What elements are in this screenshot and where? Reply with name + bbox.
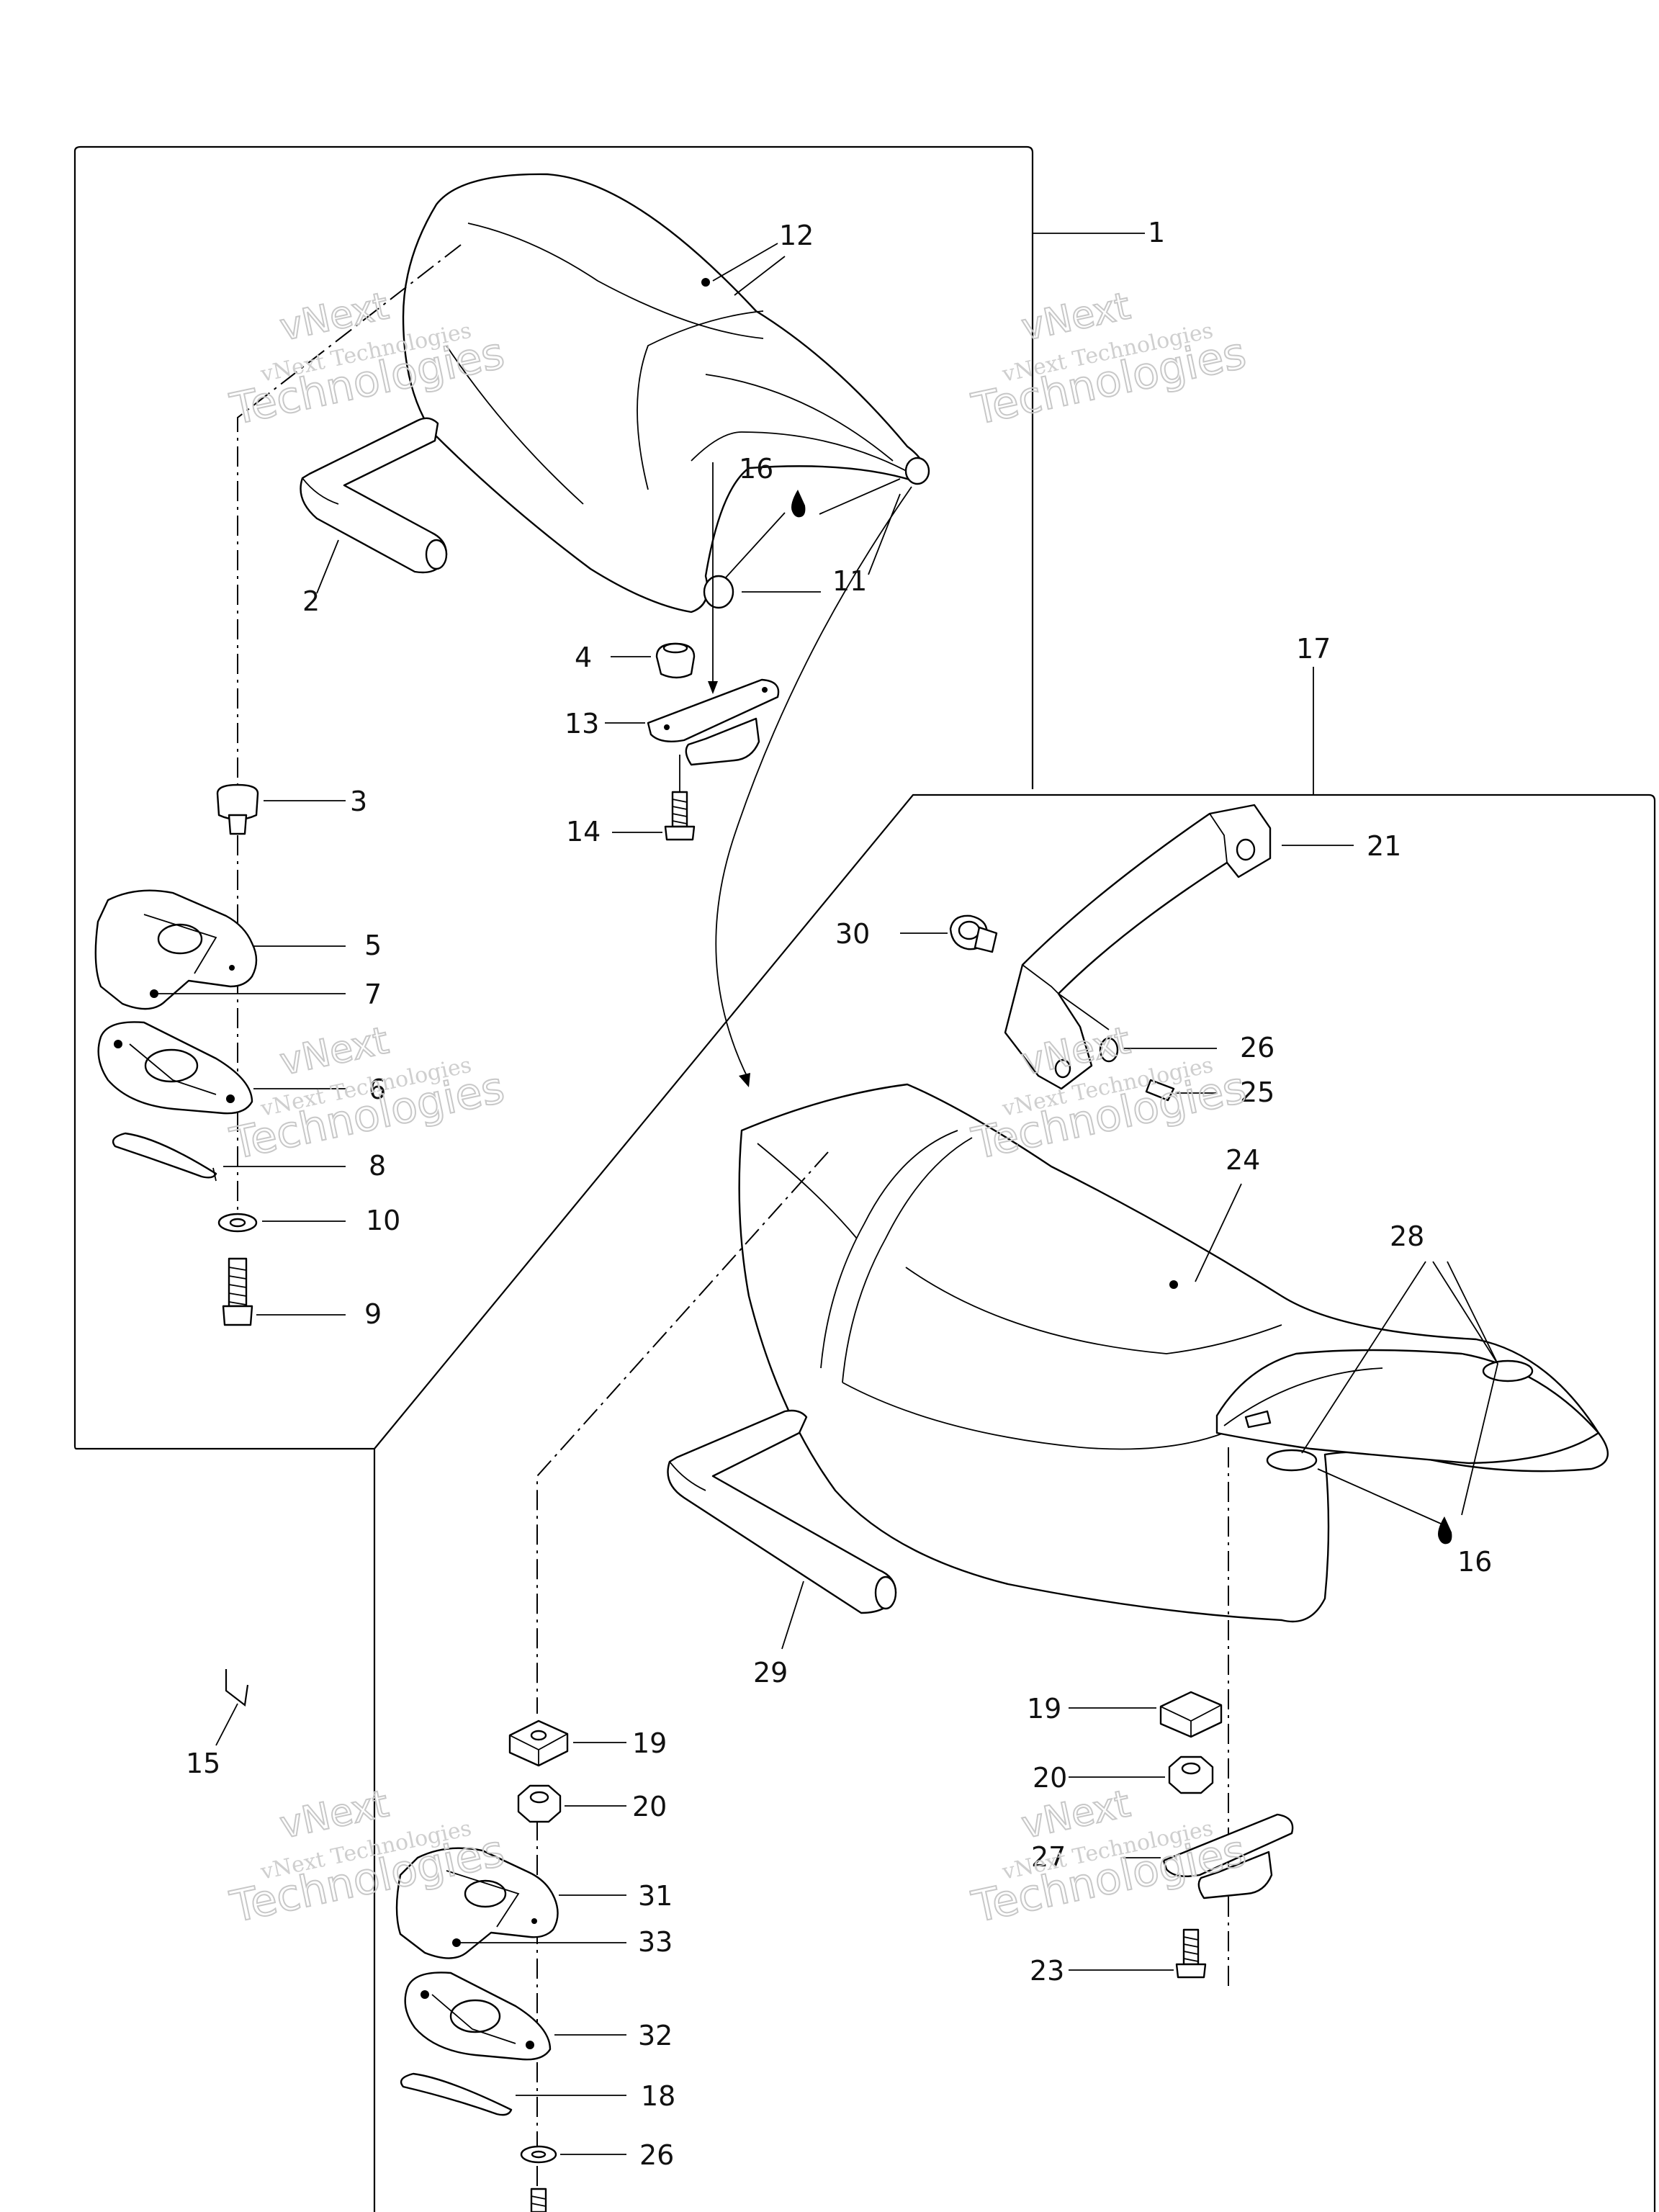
callout-27: 27 <box>1031 1841 1066 1873</box>
callout-33: 33 <box>638 1926 673 1958</box>
callout-3: 3 <box>350 786 367 817</box>
callout-12: 12 <box>779 220 814 251</box>
callout-11: 11 <box>832 565 867 597</box>
callout-28: 28 <box>1390 1220 1424 1252</box>
part-26-washer <box>1099 1037 1217 1063</box>
frame-group-17 <box>373 793 1656 2212</box>
bolt-bottom <box>530 2188 547 2212</box>
callout-18: 18 <box>641 2080 675 2112</box>
part-26-washer-left <box>520 2145 626 2164</box>
part-2-rubber <box>300 417 448 594</box>
callout-15: 15 <box>186 1748 220 1779</box>
callout-5: 5 <box>364 930 382 961</box>
part-9-bolt <box>222 1257 346 1326</box>
callout-30: 30 <box>835 918 870 950</box>
part-8-clip <box>112 1132 346 1182</box>
callout-29: 29 <box>753 1657 788 1689</box>
part-21-grab-handle <box>1004 804 1354 1090</box>
watermark-6: vNext vNext Technologies Technologies <box>967 1781 1251 1933</box>
rider-seat <box>402 173 930 613</box>
callout-13: 13 <box>565 708 599 739</box>
callout-23: 23 <box>1030 1955 1064 1987</box>
part-14-bolt <box>612 791 696 841</box>
part-23-bolt <box>1069 1928 1207 1979</box>
part-3-knob <box>216 783 346 835</box>
part-5-lock-plate <box>94 889 346 1010</box>
watermark-4: vNext vNext Technologies Technologies <box>967 1018 1251 1170</box>
part-30-grommet <box>900 914 998 953</box>
callout-8: 8 <box>369 1150 386 1182</box>
callout-17: 17 <box>1296 633 1331 665</box>
callout-1: 1 <box>1148 217 1165 248</box>
part-27-bracket <box>1123 1813 1294 1899</box>
callout-7: 7 <box>364 979 382 1010</box>
callout-14: 14 <box>566 816 601 848</box>
callout-20b: 20 <box>1033 1762 1067 1794</box>
callout-19a: 19 <box>632 1727 667 1759</box>
callout-32: 32 <box>638 2020 673 2051</box>
part-31-lock-plate <box>395 1847 626 1959</box>
part-10-washer <box>217 1213 346 1233</box>
part-19-nut-left <box>508 1719 626 1767</box>
drop-icon-16a <box>791 490 806 518</box>
callout-10: 10 <box>366 1205 400 1236</box>
callout-20a: 20 <box>632 1791 667 1822</box>
passenger-seat <box>738 1083 1609 1623</box>
callout-19b: 19 <box>1027 1693 1061 1725</box>
callout-6: 6 <box>369 1074 386 1105</box>
callout-24: 24 <box>1226 1144 1260 1176</box>
callout-9: 9 <box>364 1298 382 1330</box>
callout-labels: 1 12 16 11 2 4 13 14 3 5 7 6 8 10 9 17 2… <box>186 217 1492 2171</box>
callout-26a: 26 <box>1240 1032 1274 1064</box>
part-20-nut-left <box>517 1784 626 1823</box>
drop-icon-16b <box>1438 1516 1452 1545</box>
watermark-2: vNext vNext Technologies Technologies <box>967 284 1251 436</box>
callout-16b: 16 <box>1457 1546 1492 1578</box>
part-18-clip <box>400 2072 626 2116</box>
watermark-5: vNext vNext Technologies Technologies <box>225 1781 510 1933</box>
callout-4: 4 <box>575 642 592 673</box>
frame-group-1 <box>73 145 1034 1450</box>
part-29-rubber <box>667 1409 897 1650</box>
callout-26b: 26 <box>639 2139 674 2171</box>
part-19-nut-right <box>1069 1691 1223 1738</box>
part-4-grommet <box>611 642 696 679</box>
callout-16a: 16 <box>739 453 773 485</box>
part-6-latch-base <box>97 1021 346 1115</box>
part-15-pin <box>215 1669 249 1746</box>
callout-25: 25 <box>1240 1076 1274 1108</box>
callout-21: 21 <box>1367 830 1401 862</box>
callout-2: 2 <box>302 585 320 617</box>
part-32-latch-base <box>404 1972 626 2061</box>
watermark-3: vNext vNext Technologies Technologies <box>225 1018 510 1170</box>
part-13-bracket <box>605 678 780 792</box>
callout-31: 31 <box>638 1880 673 1912</box>
part-25-screw <box>1145 1079 1217 1102</box>
part-20-nut-right <box>1069 1755 1214 1794</box>
